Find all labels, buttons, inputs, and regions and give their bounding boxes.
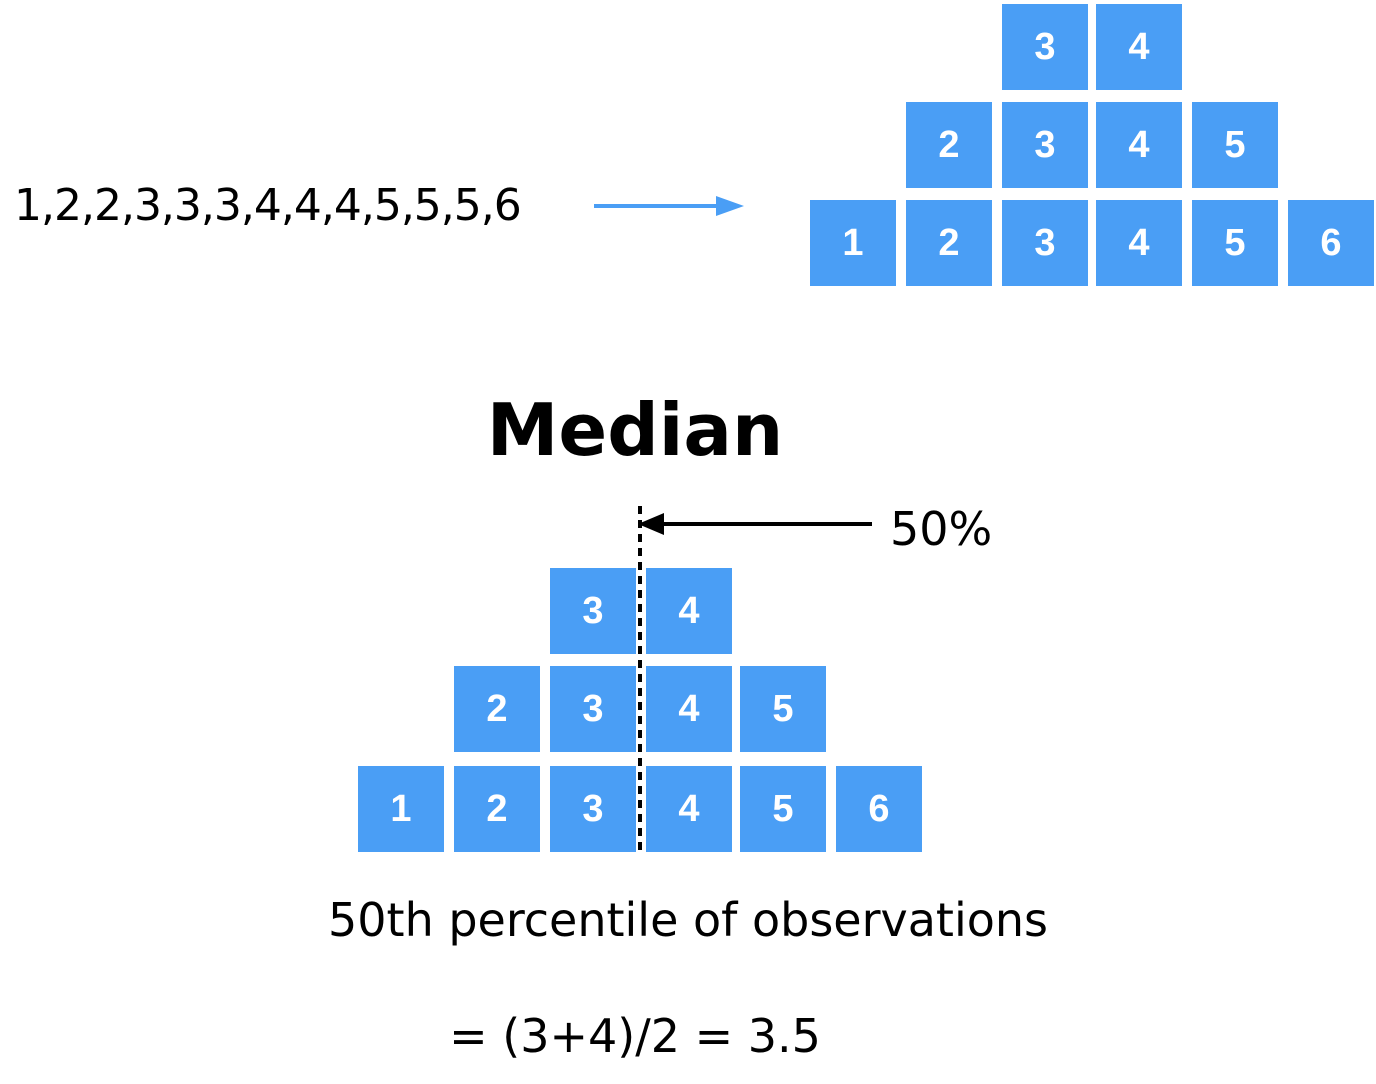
box-label: 1 (390, 787, 412, 830)
box-label: 3 (582, 589, 604, 632)
top-box-row3-5: 5 (1192, 200, 1278, 286)
box-label: 4 (1128, 221, 1150, 264)
bottom-box-row2-2: 3 (550, 666, 636, 752)
top-box-row3-6: 6 (1288, 200, 1374, 286)
percent-label: 50% (890, 502, 993, 556)
box-label: 5 (772, 787, 794, 830)
top-box-row3-1: 1 (810, 200, 896, 286)
bottom-box-row2-1: 2 (454, 666, 540, 752)
box-label: 4 (678, 687, 700, 730)
caption: 50th percentile of observations (328, 893, 1048, 947)
bottom-box-row3-1: 1 (358, 766, 444, 852)
bottom-box-row1-1: 3 (550, 568, 636, 654)
top-box-row3-2: 2 (906, 200, 992, 286)
bottom-box-row1-2: 4 (646, 568, 732, 654)
box-label: 2 (486, 787, 508, 830)
bottom-box-row3-4: 4 (646, 766, 732, 852)
box-label: 2 (938, 123, 960, 166)
top-box-row3-3: 3 (1002, 200, 1088, 286)
bottom-box-row3-6: 6 (836, 766, 922, 852)
box-label: 6 (868, 787, 890, 830)
bottom-box-row2-4: 5 (740, 666, 826, 752)
box-label: 4 (678, 787, 700, 830)
box-label: 2 (938, 221, 960, 264)
percent-arrow (638, 513, 872, 535)
top-box-row2-2: 3 (1002, 102, 1088, 188)
box-label: 6 (1320, 221, 1342, 264)
top-box-row3-4: 4 (1096, 200, 1182, 286)
top-box-row2-1: 2 (906, 102, 992, 188)
box-label: 3 (1034, 25, 1056, 68)
median-title: Median (486, 388, 784, 472)
box-label: 4 (1128, 25, 1150, 68)
box-label: 1 (842, 221, 864, 264)
number-sequence: 1,2,2,3,3,3,4,4,4,5,5,5,6 (14, 180, 522, 231)
box-label: 2 (486, 687, 508, 730)
bottom-box-row2-3: 4 (646, 666, 732, 752)
box-label: 3 (1034, 221, 1056, 264)
top-box-row2-3: 4 (1096, 102, 1182, 188)
box-label: 3 (582, 787, 604, 830)
bottom-box-row3-5: 5 (740, 766, 826, 852)
box-label: 4 (1128, 123, 1150, 166)
bottom-box-row3-2: 2 (454, 766, 540, 852)
box-label: 5 (1224, 123, 1246, 166)
top-box-row1-1: 3 (1002, 4, 1088, 90)
box-label: 3 (1034, 123, 1056, 166)
transform-arrow (594, 196, 744, 216)
box-label: 4 (678, 589, 700, 632)
box-label: 3 (582, 687, 604, 730)
bottom-box-row3-3: 3 (550, 766, 636, 852)
box-label: 5 (772, 687, 794, 730)
box-label: 5 (1224, 221, 1246, 264)
top-box-row2-4: 5 (1192, 102, 1278, 188)
top-box-row1-2: 4 (1096, 4, 1182, 90)
median-formula: = (3+4)/2 = 3.5 (449, 1009, 821, 1063)
